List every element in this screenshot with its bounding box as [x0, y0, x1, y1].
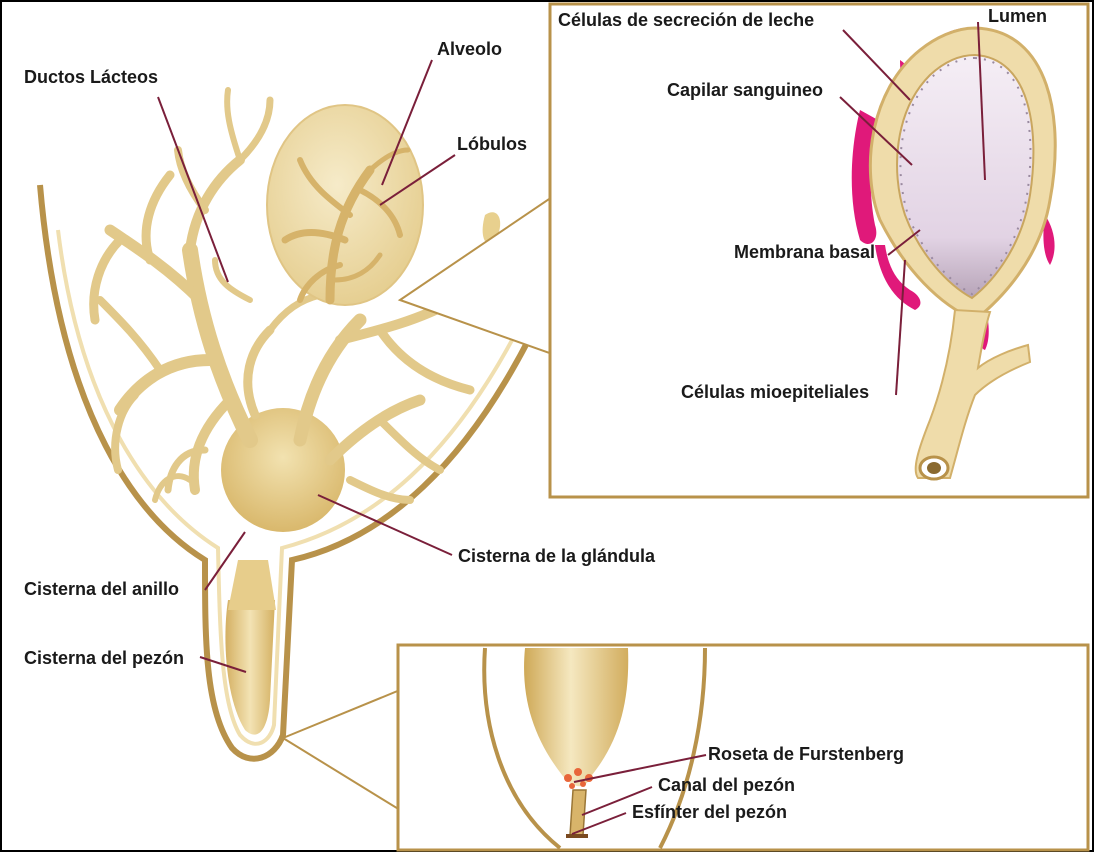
label-esfinter-pezon: Esfínter del pezón	[632, 802, 787, 822]
label-capilar-sanguineo: Capilar sanguineo	[667, 80, 823, 100]
label-celulas-secrecion: Células de secreción de leche	[558, 10, 814, 30]
label-cisterna-pezon: Cisterna del pezón	[24, 648, 184, 668]
label-canal-pezon: Canal del pezón	[658, 775, 795, 795]
label-lobulos: Lóbulos	[457, 134, 527, 154]
label-roseta-furstenberg: Roseta de Furstenberg	[708, 744, 904, 764]
teat-canal	[570, 790, 586, 835]
teat-neck	[228, 560, 276, 610]
label-lumen: Lumen	[988, 6, 1047, 26]
label-alveolo: Alveolo	[437, 39, 502, 59]
label-ductos-lacteos: Ductos Lácteos	[24, 67, 158, 87]
duct-opening-inner	[927, 462, 941, 474]
label-membrana-basal: Membrana basal	[734, 242, 875, 262]
callout-wedge-bottom	[283, 690, 400, 810]
label-celulas-mioepiteliales: Células mioepiteliales	[681, 382, 869, 402]
label-cisterna-glandula: Cisterna de la glándula	[458, 546, 656, 566]
callout-wedge-top	[400, 195, 555, 355]
label-cisterna-anillo: Cisterna del anillo	[24, 579, 179, 599]
